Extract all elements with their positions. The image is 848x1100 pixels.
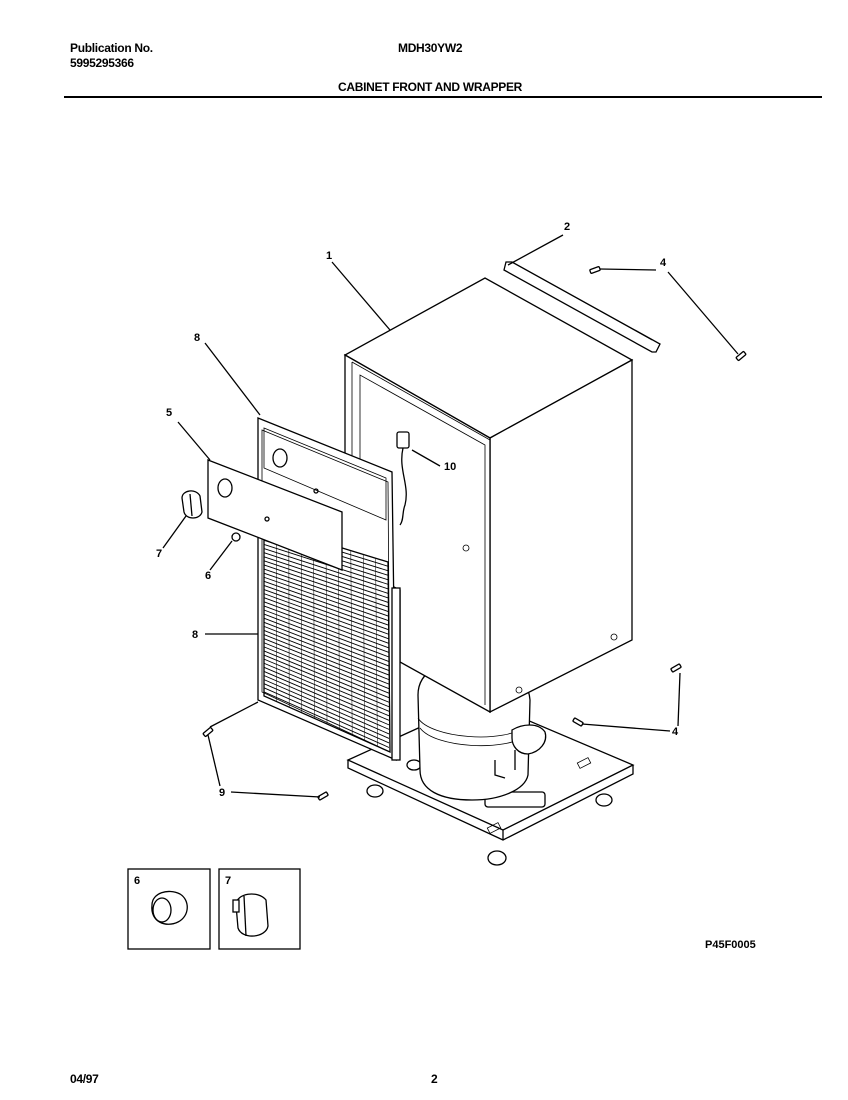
- publication-label: Publication No.: [70, 41, 153, 55]
- inset-button: 6: [127, 868, 211, 950]
- section-title: CABINET FRONT AND WRAPPER: [338, 80, 523, 94]
- button: [231, 516, 270, 542]
- figure-code: P45F0005: [705, 939, 756, 951]
- callout-4-top: 4: [660, 257, 667, 269]
- leader-lines: [162, 234, 739, 798]
- callout-8-top: 8: [194, 332, 200, 344]
- screws: [202, 266, 747, 801]
- callout-labels: 1 2 4 4 8 5 10 7 6 8 4 9 9: [156, 221, 679, 799]
- caster-wheels: [366, 759, 613, 866]
- knob: [181, 490, 203, 519]
- callout-2: 2: [564, 221, 570, 233]
- wire-harness: [396, 431, 410, 526]
- inset-knob: 7: [218, 868, 301, 950]
- callout-7: 7: [156, 548, 162, 560]
- callout-4-bottom: 4: [672, 726, 679, 738]
- callout-6: 6: [205, 570, 211, 582]
- model-number: MDH30YW2: [398, 41, 463, 55]
- front-grille: [263, 523, 391, 754]
- callout-10: 10: [444, 461, 456, 473]
- control-panel: [207, 459, 343, 571]
- callout-8-side: 8: [192, 629, 198, 641]
- footer-date: 04/97: [70, 1072, 99, 1086]
- trim-strip: [503, 261, 661, 353]
- inset-label-7: 7: [225, 875, 231, 887]
- cabinet-wrapper: [343, 277, 634, 714]
- inset-label-6: 6: [134, 875, 140, 887]
- header-rule: [64, 96, 822, 98]
- callout-1: 1: [326, 250, 332, 262]
- callout-9-bottom: 9: [219, 787, 225, 799]
- page-number: 2: [431, 1072, 438, 1086]
- publication-number: 5995295366: [70, 56, 134, 70]
- callout-5: 5: [166, 407, 172, 419]
- cabinet-front: [257, 417, 401, 761]
